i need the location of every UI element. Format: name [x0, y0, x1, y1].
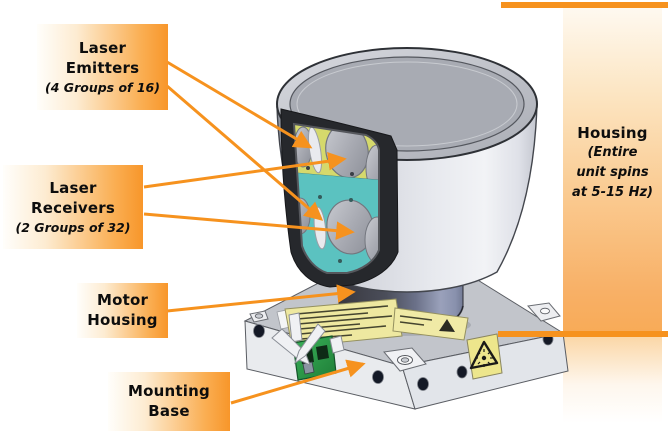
spec-sticker-text-lines: [295, 305, 393, 345]
pointer-arrows: [143, 60, 366, 405]
callout-line: Emitters: [65, 58, 140, 77]
laser-warning-icon: [469, 340, 499, 370]
warning-sticker: [392, 307, 469, 341]
connector-clips: [271, 312, 345, 366]
housing-panel-title: Housing: [577, 124, 648, 142]
callout-motor-housing: Motor Housing: [77, 283, 168, 338]
callout-line: Mounting: [128, 382, 210, 401]
callout-laser-emitters: Laser Emitters (4 Groups of 16): [37, 24, 168, 110]
arrow-laser-receivers-upper: [143, 151, 347, 189]
arrow-laser-receivers-lower: [143, 212, 355, 240]
arrow-motor-housing: [166, 284, 356, 313]
callout-line: Base: [148, 401, 190, 420]
arrow-laser-emitters-lower: [166, 84, 324, 221]
laser-warning-label: [466, 333, 503, 380]
callout-line: Laser: [78, 39, 127, 58]
callout-mounting-base: Mounting Base: [108, 372, 230, 431]
housing-panel-fade: [563, 337, 662, 423]
callout-laser-receivers: Laser Receivers (2 Groups of 32): [3, 165, 143, 249]
housing-panel-subline: unit spins: [576, 164, 649, 180]
callout-line: Laser: [49, 179, 97, 198]
callout-line: Motor: [96, 291, 149, 310]
housing-panel-text: Housing (Entire unit spins at 5-15 Hz): [563, 124, 662, 202]
callout-line: Receivers: [30, 198, 115, 217]
sticker-warning-triangle-icon: [439, 319, 455, 332]
panel-bottom-rule: [498, 331, 668, 337]
spec-sticker: [276, 298, 469, 348]
callout-subline: (4 Groups of 16): [45, 79, 160, 95]
sensor-window-bevel: [292, 122, 380, 274]
arrow-mounting-base: [230, 359, 366, 405]
arrow-laser-emitters-upper: [166, 60, 313, 149]
housing-panel-subline: at 5-15 Hz): [572, 184, 653, 200]
callout-line: Housing: [87, 310, 158, 329]
housing-panel-subline: (Entire: [587, 145, 638, 160]
callout-subline: (2 Groups of 32): [15, 219, 131, 235]
panel-top-rule: [501, 2, 668, 8]
housing-panel: Housing (Entire unit spins at 5-15 Hz): [563, 8, 662, 331]
power-connector: [271, 312, 345, 381]
